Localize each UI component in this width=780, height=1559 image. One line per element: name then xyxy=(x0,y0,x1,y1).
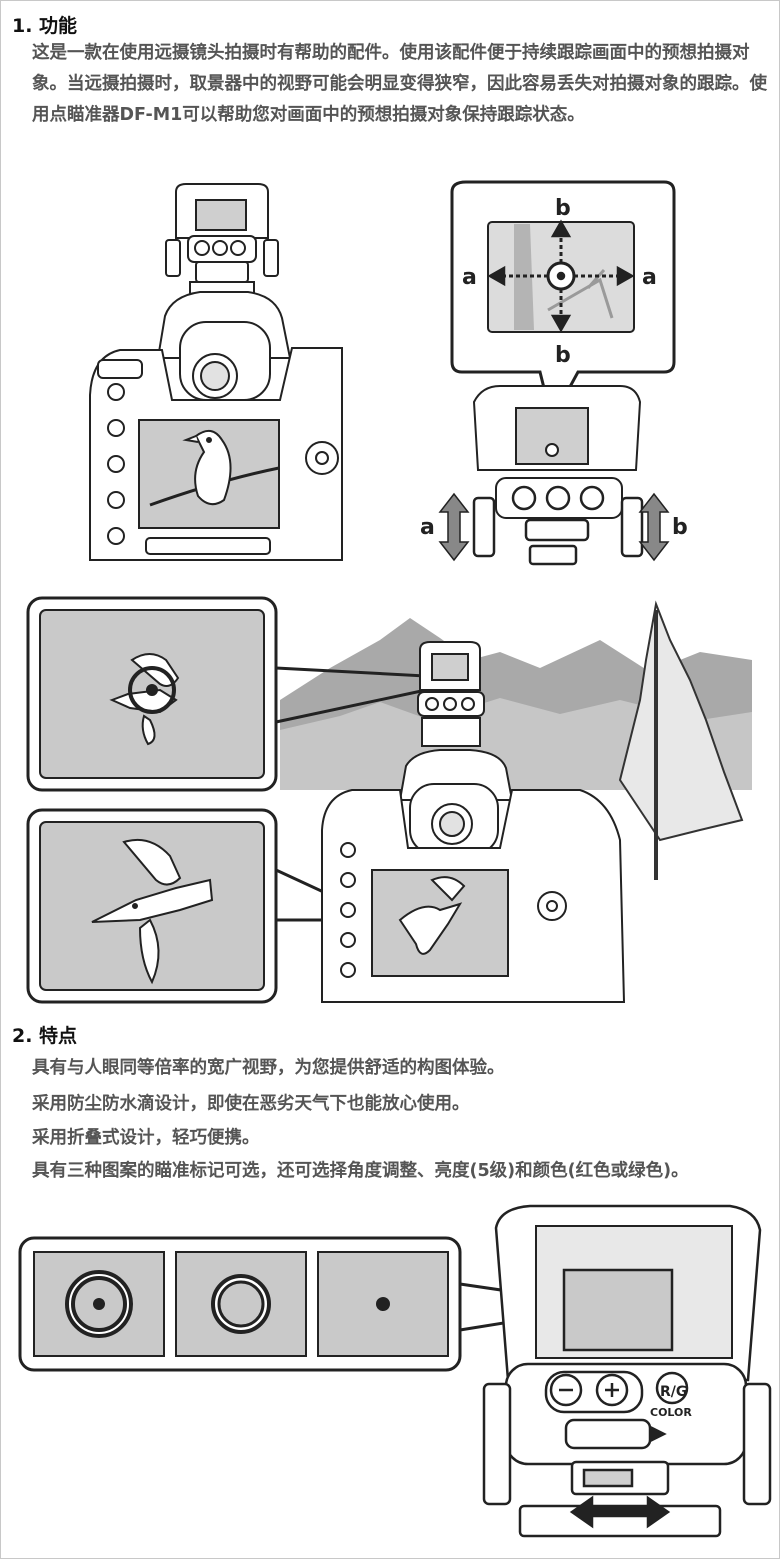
section1-heading: 1. 功能 xyxy=(12,11,77,38)
feature-item-4: 具有三种图案的瞄准标记可选，还可选择角度调整、亮度(5级)和颜色(红色或绿色)。 xyxy=(32,1157,689,1182)
section2-heading: 2. 特点 xyxy=(12,1021,77,1048)
section1-paragraph: 这是一款在使用远摄镜头拍摄时有帮助的配件。使用该配件便于持续跟踪画面中的预想拍摄… xyxy=(32,38,767,131)
feature-item-1: 具有与人眼同等倍率的宽广视野，为您提供舒适的构图体验。 xyxy=(32,1054,505,1079)
feature-item-3: 采用折叠式设计，轻巧便携。 xyxy=(32,1124,260,1149)
feature-item-2: 采用防尘防水滴设计，即使在恶劣天气下也能放心使用。 xyxy=(32,1090,470,1115)
